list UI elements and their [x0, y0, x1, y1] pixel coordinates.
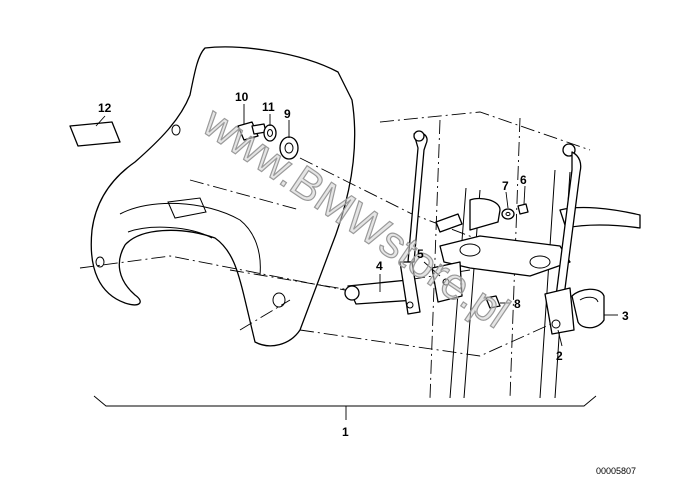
callout-7: 7: [502, 179, 509, 193]
callout-6: 6: [520, 173, 527, 187]
handlebar-clamp: [435, 197, 641, 277]
diagram-reference-number: 00005807: [596, 466, 636, 476]
callout-labels: 1 2 3 4 5 6 7 8 9 10 11 12: [98, 90, 629, 439]
washer-part-7: [501, 208, 515, 220]
callout-1: 1: [342, 425, 349, 439]
callout-9: 9: [284, 107, 291, 121]
clamp-part-3: [571, 288, 605, 329]
callout-12: 12: [98, 101, 112, 115]
right-bracket-part-2: [544, 143, 582, 335]
mounting-screw-part-10: [237, 121, 267, 141]
leader-lines: [95, 104, 618, 347]
callout-2: 2: [556, 349, 563, 363]
callout-11: 11: [262, 100, 275, 114]
callout-5: 5: [417, 247, 424, 261]
callout-8: 8: [514, 297, 521, 311]
bolt-part-6: [517, 203, 529, 215]
assembly-bracket: [93, 395, 597, 420]
callout-3: 3: [622, 309, 629, 323]
left-bracket-part-4: [344, 130, 428, 315]
nut-part-8: [485, 295, 501, 309]
decal-part-12: [69, 121, 121, 147]
bracket-part-5: [431, 261, 463, 303]
callout-4: 4: [376, 259, 383, 273]
callout-10: 10: [235, 90, 249, 104]
